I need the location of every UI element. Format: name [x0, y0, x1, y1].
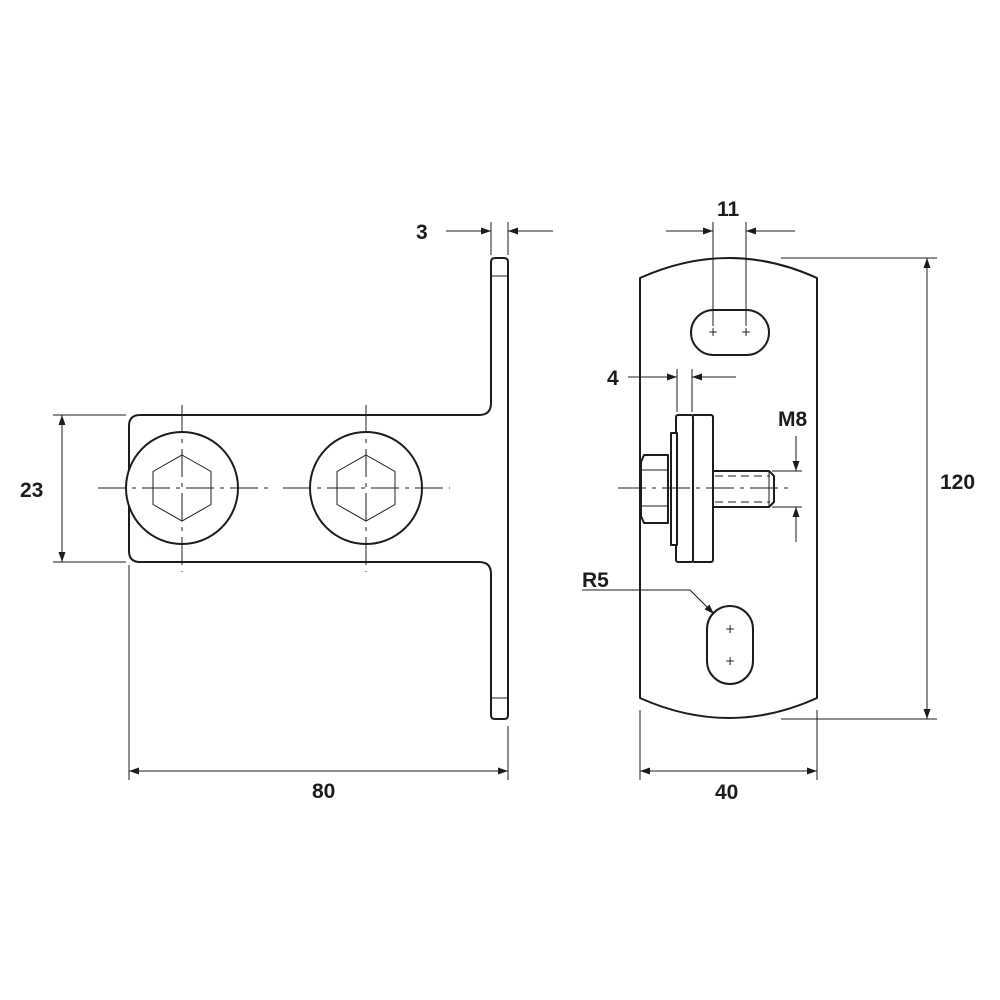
bolt-flange	[670, 432, 678, 546]
lower-slot-center-bottom: +	[725, 654, 735, 668]
lower-slot	[706, 605, 754, 685]
upper-slot-center-left: +	[708, 325, 718, 339]
dim-overall-length: 80	[128, 565, 509, 803]
dim-label-m8: M8	[778, 408, 807, 431]
dim-slot-radius: R5	[582, 569, 715, 615]
front-view: + + + + 11	[582, 198, 975, 804]
dim-plate-thickness: 3	[416, 221, 553, 255]
dim-label-80: 80	[312, 780, 335, 803]
dim-label-11: 11	[717, 198, 740, 221]
bolt-hex-head	[640, 454, 669, 524]
side-view: 3 23 80	[20, 221, 553, 803]
dim-label-23: 23	[20, 479, 43, 502]
bolt-assembly	[618, 414, 790, 563]
dim-arm-height: 23	[20, 414, 126, 563]
upper-slot	[690, 309, 770, 356]
bolt-head-1	[98, 405, 268, 572]
dim-overall-height: 120	[781, 257, 975, 720]
dim-overall-width: 40	[639, 710, 818, 804]
upper-slot-center-right: +	[741, 325, 751, 339]
dim-label-3: 3	[416, 221, 428, 244]
dim-label-120: 120	[940, 471, 975, 494]
dim-label-r5: R5	[582, 569, 609, 592]
bolt-head-2	[283, 405, 450, 572]
dim-slot-spacing: 11	[666, 198, 795, 326]
dim-washer-thickness: 4	[607, 367, 736, 412]
dim-thread: M8	[772, 408, 807, 542]
lower-slot-center-top: +	[725, 622, 735, 636]
dim-label-40: 40	[715, 781, 738, 804]
dim-label-4: 4	[607, 367, 619, 390]
